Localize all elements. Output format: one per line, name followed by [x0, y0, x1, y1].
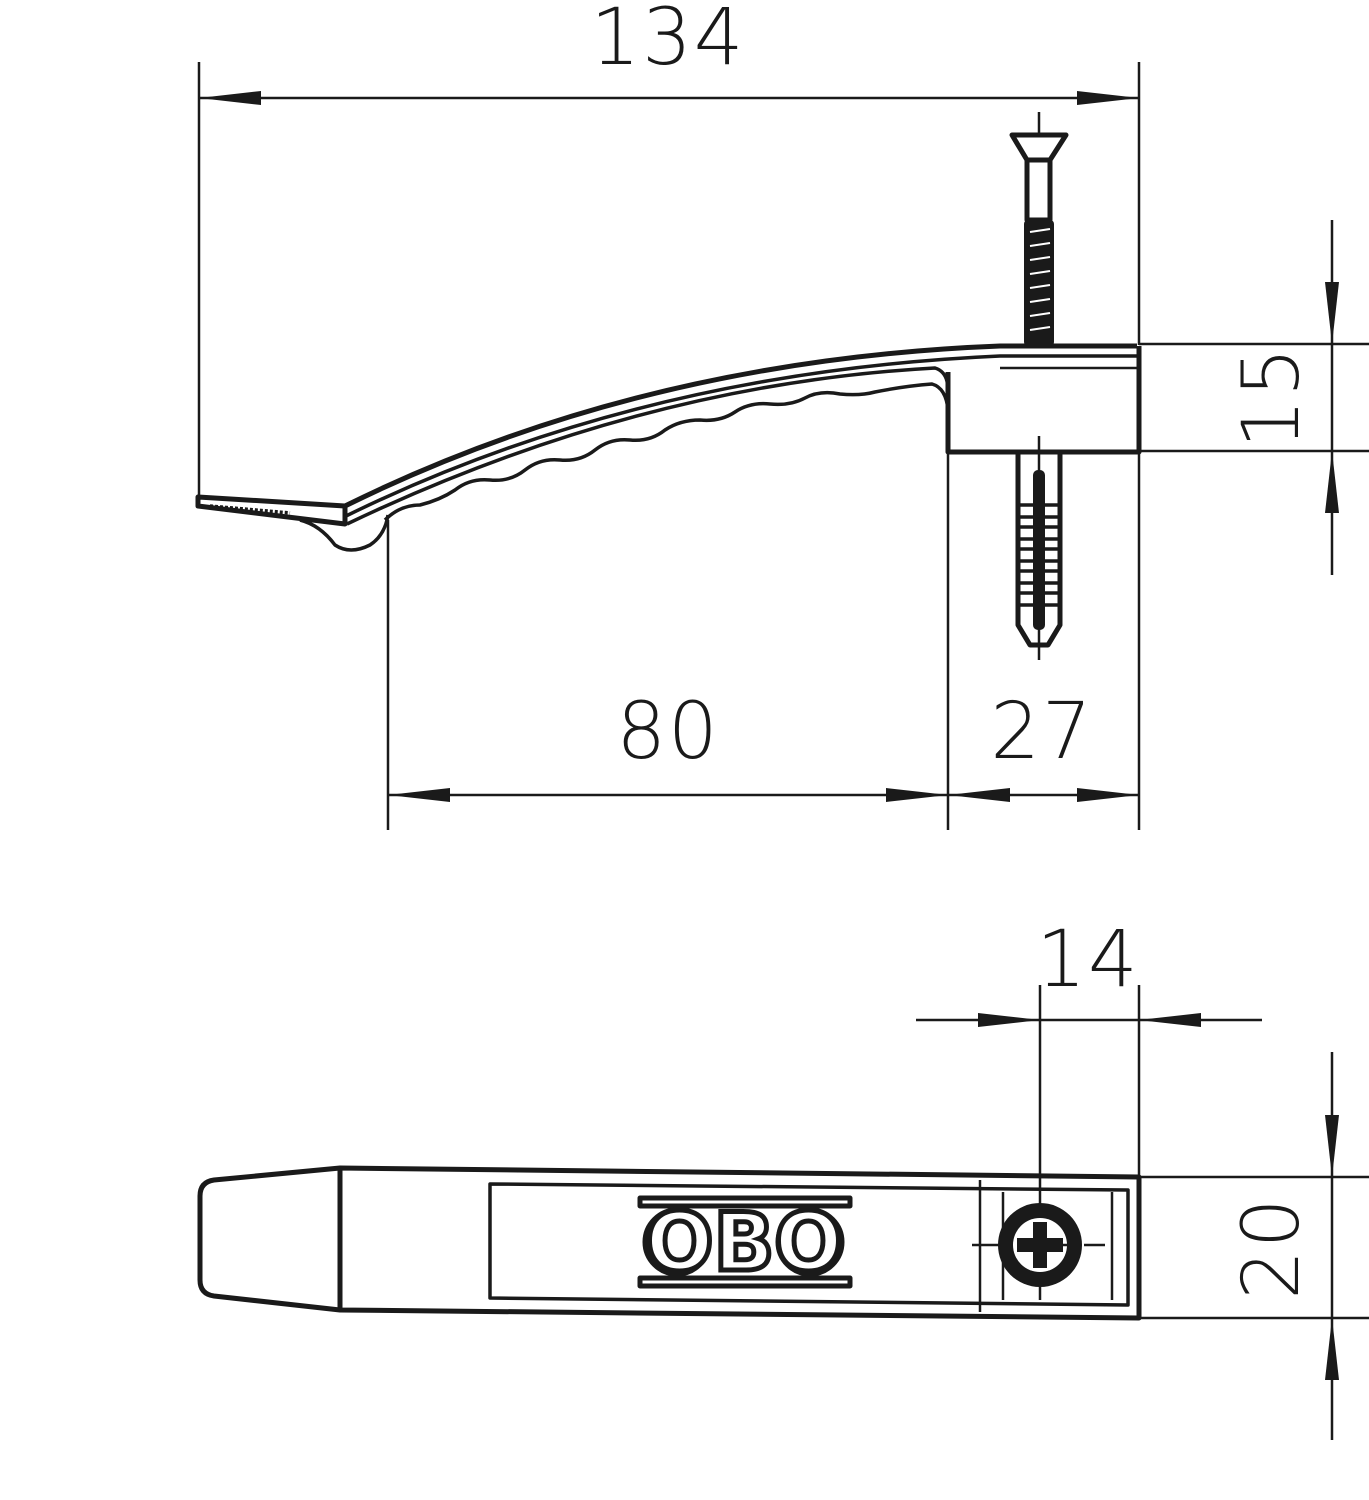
dimension-arm-and-base: 80 27 — [386, 452, 1141, 830]
dimension-label-15: 15 — [1227, 345, 1317, 448]
dimension-label-20: 20 — [1227, 1196, 1317, 1299]
dimension-label-134: 134 — [591, 0, 746, 83]
dimension-overall-length: 134 — [197, 0, 1141, 505]
wall-plug-icon — [1015, 436, 1063, 660]
dimension-label-80: 80 — [616, 687, 719, 777]
top-view: 14 OBO — [197, 915, 1369, 1440]
dimension-width: 20 — [1139, 1052, 1369, 1440]
dimension-hole-offset: 14 — [916, 915, 1262, 1300]
obo-logo-text: OBO — [646, 1196, 843, 1289]
side-view: 134 — [195, 0, 1369, 830]
dimension-base-height: 15 — [1139, 220, 1369, 575]
dimension-label-14: 14 — [1036, 915, 1139, 1005]
screw-head-icon — [972, 1203, 1105, 1287]
obo-logo: OBO — [637, 1194, 853, 1292]
screw-icon — [1009, 112, 1069, 346]
dimension-label-27: 27 — [990, 687, 1093, 777]
hook-body — [195, 343, 1142, 552]
